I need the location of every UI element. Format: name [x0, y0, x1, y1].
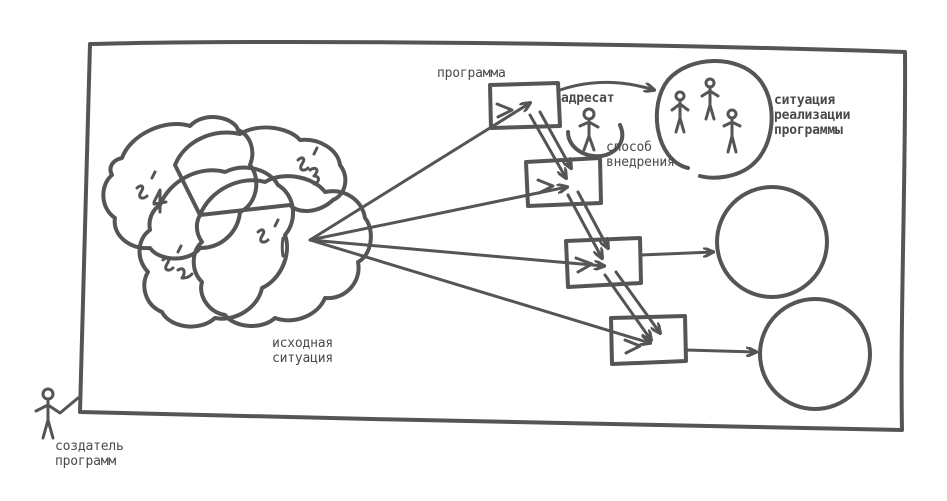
addressee-figure — [578, 107, 600, 152]
arrow-box1-to-realization — [558, 81, 654, 91]
addressee-arc — [566, 123, 625, 159]
label-method: способ внедрения — [606, 140, 675, 170]
label-addressee: адресат — [561, 91, 615, 106]
arrow-box3-to-box4-b — [614, 270, 660, 333]
program-box-3 — [564, 236, 643, 289]
label-realization-line-2: реализации — [774, 108, 851, 123]
label-program: программа — [437, 66, 506, 81]
arrow-s1-to-box-2 — [308, 187, 567, 242]
arrow-box1-to-box2-a — [528, 113, 566, 178]
cloud-mark-s4 — [135, 170, 168, 214]
program-box-1-mark — [495, 102, 514, 119]
situation-cloud-s1 — [191, 174, 373, 328]
situation-cloud-s2 — [137, 165, 296, 329]
people-figures — [670, 77, 742, 154]
arrow-box4-to-result-2 — [684, 350, 756, 352]
label-creator-line-2: программ — [55, 454, 117, 469]
cloud-mark-s1 — [256, 218, 285, 258]
result-circle-2 — [758, 297, 872, 411]
program-box-4-mark — [623, 338, 642, 355]
situation-cloud-s3 — [173, 125, 348, 217]
label-realization-situation: ситуация реализации программы — [774, 93, 850, 138]
label-initial-line-2: ситуация — [272, 351, 334, 366]
arrow-box2-to-box3-b — [576, 190, 608, 248]
program-box-2 — [524, 156, 603, 208]
program-box-4 — [609, 314, 688, 366]
label-creator-line-1: создатель — [55, 439, 124, 454]
label-initial-situation: исходная ситуация — [272, 336, 333, 366]
realization-circle — [654, 59, 774, 180]
situation-cloud-s4 — [101, 115, 259, 261]
program-box-1 — [488, 81, 562, 130]
arrow-box3-to-result-1 — [639, 252, 713, 255]
label-initial-line-1: исходная — [272, 336, 334, 351]
creator-figure — [34, 387, 80, 440]
cloud-mark-s3 — [296, 146, 320, 186]
label-creator: создатель программ — [55, 439, 124, 469]
arrow-box1-to-box2-b — [538, 110, 571, 168]
label-realization-line-1: ситуация — [774, 93, 836, 108]
cloud-mark-s2 — [161, 244, 194, 280]
arrow-s1-to-box-3 — [308, 238, 604, 266]
arrow-box3-to-box4-a — [603, 273, 651, 340]
diagram-frame — [78, 40, 908, 432]
arrow-s1-to-box-1 — [308, 103, 530, 242]
label-method-line-1: способ — [606, 140, 652, 155]
label-realization-line-3: программы — [774, 123, 843, 138]
result-circle-1 — [715, 185, 829, 299]
label-method-line-2: внедрения — [606, 155, 675, 170]
arrow-s1-to-box-4 — [308, 238, 650, 343]
arrow-box2-to-box3-a — [566, 193, 602, 258]
